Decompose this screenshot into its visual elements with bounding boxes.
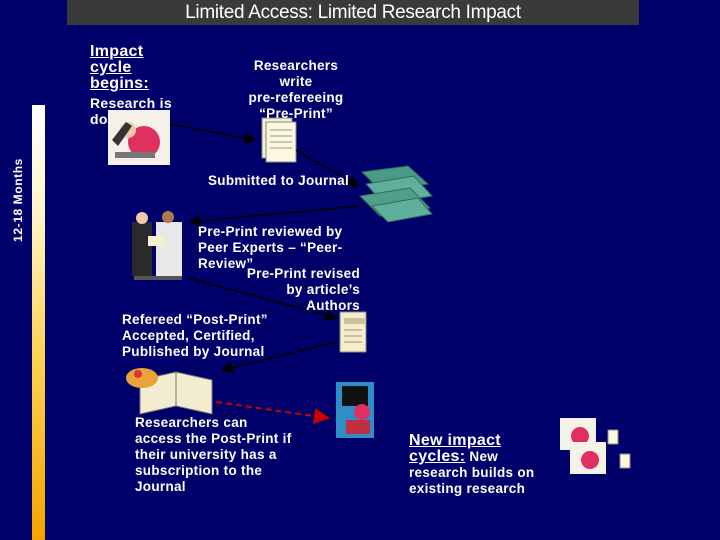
- preprint-document-icon: [262, 118, 296, 162]
- computer-user-clipart: [336, 382, 374, 438]
- arrow-research-to-write: [170, 124, 255, 140]
- step6-text: Refereed “Post-Print”Accepted, Certified…: [122, 312, 268, 360]
- open-journal-clipart: [126, 368, 212, 414]
- arrow-submit-to-review: [190, 206, 360, 222]
- new-researchers-clipart: [560, 418, 630, 474]
- step8-text: New impact cycles: New research builds o…: [409, 433, 534, 497]
- step3-text: Submitted to Journal: [208, 173, 349, 189]
- revised-document-icon: [340, 312, 366, 352]
- journal-stack-icon: [360, 166, 432, 222]
- peer-reviewers-clipart: [132, 211, 182, 280]
